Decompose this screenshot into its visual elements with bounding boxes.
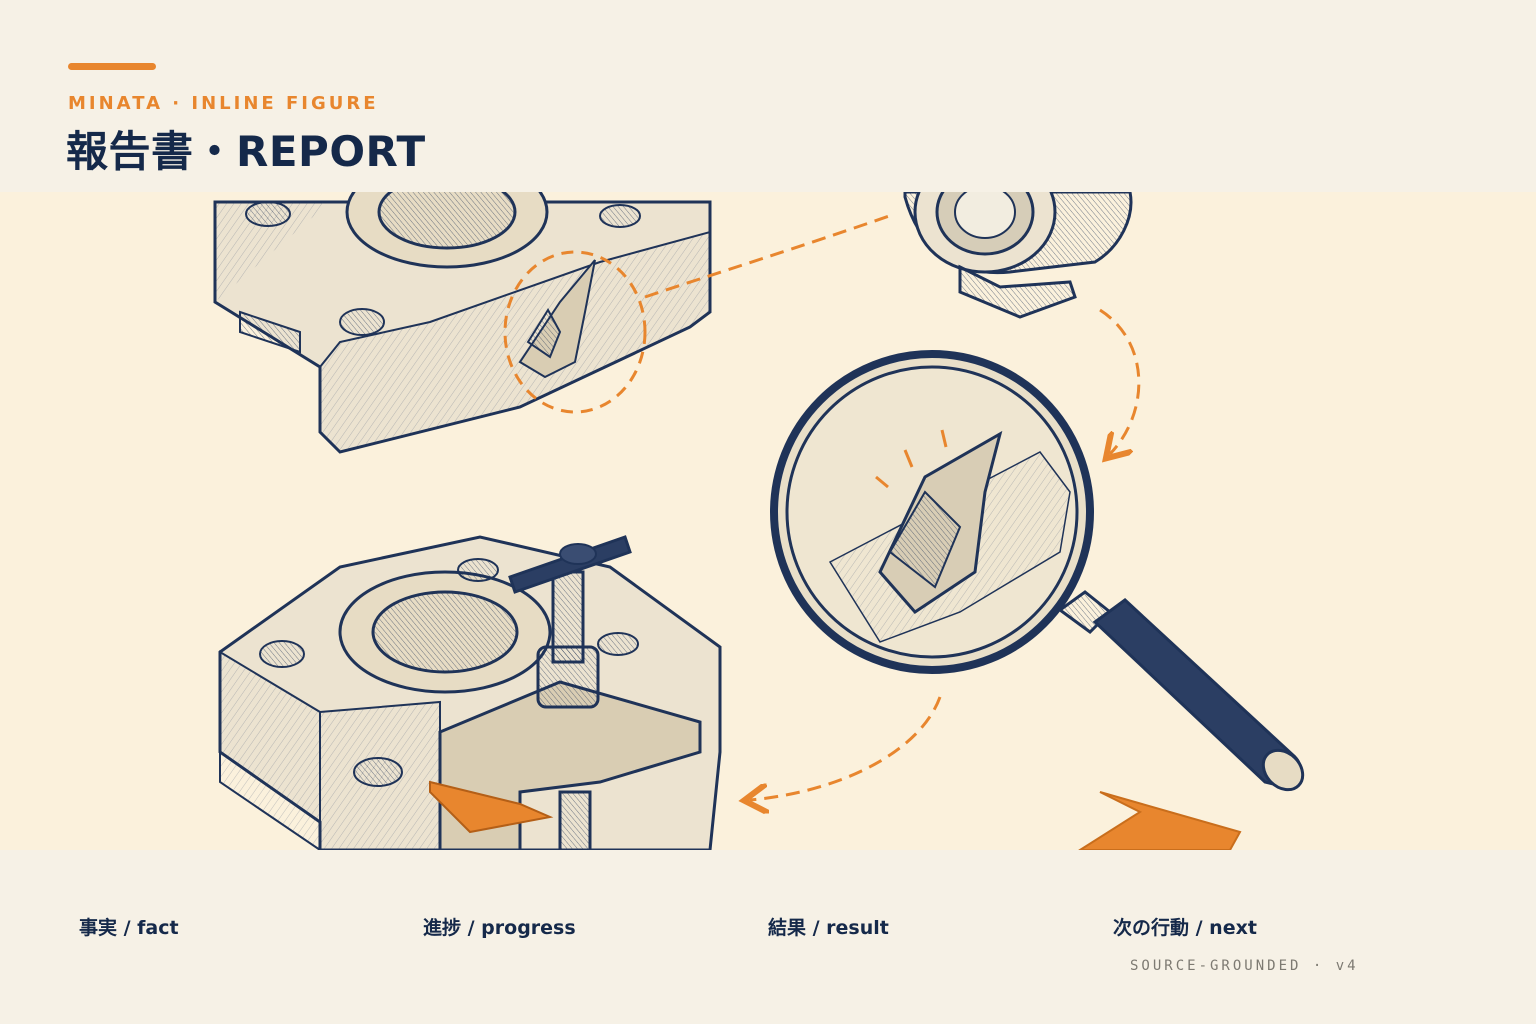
step-label-progress: 進捗 / progress	[423, 917, 576, 939]
clamped-block-icon	[218, 535, 722, 850]
inline-figure	[0, 192, 1536, 850]
magnifying-glass-icon	[770, 350, 1305, 792]
eyebrow-label: MINATA · INLINE FIGURE	[68, 93, 379, 114]
highlight-circle	[503, 250, 647, 414]
figure-illustration	[213, 192, 1305, 850]
step-label-result: 結果 / result	[768, 917, 889, 939]
source-credit: SOURCE-GROUNDED · v4	[1130, 958, 1359, 974]
step-label-fact: 事実 / fact	[79, 917, 179, 939]
flange-block-icon	[213, 192, 712, 454]
footer: 事実 / fact 進捗 / progress 結果 / result 次の行動…	[0, 850, 1536, 1024]
dashed-arrow	[1099, 308, 1141, 454]
step-label-next: 次の行動 / next	[1113, 917, 1257, 939]
dashed-arrow	[750, 696, 942, 800]
arrow-icon	[1078, 791, 1242, 850]
camera-lens-icon	[903, 192, 1133, 319]
dashed-arrow	[644, 212, 896, 299]
header: MINATA · INLINE FIGURE 報告書・REPORT	[0, 0, 1536, 192]
accent-bar	[68, 63, 156, 70]
page-title: 報告書・REPORT	[66, 127, 426, 176]
